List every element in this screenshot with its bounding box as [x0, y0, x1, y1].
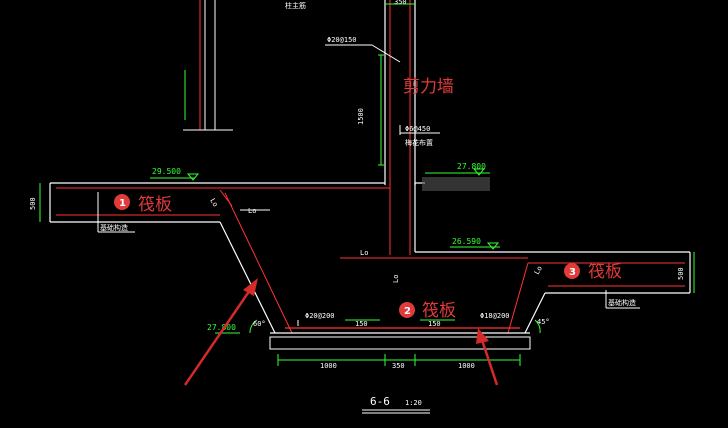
wall-name-label: 剪力墙: [403, 77, 454, 97]
callout-3-text: 筏板: [588, 262, 622, 282]
callout-3: 3 筏板: [564, 262, 622, 282]
pit-right-slope: Lo: [507, 262, 546, 334]
dim-bottom-2: 350: [392, 362, 405, 370]
mid-slab: 27.800 26.590 Lo Lo: [340, 162, 690, 283]
callout-2-number: 2: [404, 306, 411, 317]
angle-left-label: 60°: [253, 320, 266, 328]
right-slab: 500 基础构造: [528, 252, 695, 309]
elev-left-label: 29.500: [152, 167, 181, 176]
section-title-text: 6-6: [370, 395, 390, 408]
elev-mid-label: 27.800: [457, 162, 486, 171]
note-left: 基础构造: [100, 223, 128, 232]
upper-detail: 柱主筋: [183, 0, 306, 131]
tie-note-label: 梅花布置: [405, 138, 433, 147]
callout-1: 1 筏板: [114, 194, 172, 215]
wall-rebar-label: Φ20@150: [327, 36, 357, 44]
pit-left-slope: Lo Lo: [208, 189, 293, 334]
callout-2: 2 筏板: [399, 301, 456, 321]
callout-3-number: 3: [569, 267, 576, 278]
lo-mid: Lo: [360, 249, 368, 257]
lo-left: Lo: [248, 207, 256, 215]
wall-height-dim: 1500: [357, 108, 365, 125]
dim-150-right: 150: [428, 320, 441, 328]
bottom-rebar-left-label: Φ20@200: [305, 312, 335, 320]
wall-top-label: 柱主筋: [285, 1, 306, 10]
annotation-arrows: [183, 278, 499, 386]
angle-right-label: 45°: [537, 318, 550, 326]
callout-2-text: 筏板: [422, 301, 456, 321]
section-title: 6-6 1:20: [362, 395, 430, 414]
section-scale-text: 1:20: [405, 399, 422, 407]
bottom-rebar-right-label: Φ18@200: [480, 312, 510, 320]
bottom-dimensions: 1000 350 1000: [277, 354, 521, 370]
dim-bottom-1: 1000: [320, 362, 337, 370]
callout-1-text: 筏板: [138, 195, 172, 215]
wall-width-dim: 350: [394, 0, 407, 6]
lo-right-slope: Lo: [533, 265, 544, 276]
pit-bottom: Φ20@200 Φ18@200 150 150 27.800 60° 45°: [207, 312, 550, 350]
left-slab: 29.500 500 基础构造: [29, 167, 390, 233]
wall-rebar-leader: Φ20@150 Φ6@450 梅花布置: [325, 36, 440, 147]
shear-wall: 1500 350: [357, 0, 416, 255]
elev-right-label: 26.590: [452, 237, 481, 246]
thickness-left-dim: 500: [29, 197, 37, 210]
lo-left-slope: Lo: [208, 197, 219, 208]
tie-bar-label: Φ6@450: [405, 125, 430, 133]
elev-bottom-label: 27.800: [207, 323, 236, 332]
dim-bottom-3: 1000: [458, 362, 475, 370]
dim-150-left: 150: [355, 320, 368, 328]
thickness-right-dim: 500: [677, 267, 685, 280]
callout-1-number: 1: [119, 198, 126, 209]
lo-wall: Lo: [392, 275, 400, 283]
note-right: 基础构造: [608, 298, 636, 307]
